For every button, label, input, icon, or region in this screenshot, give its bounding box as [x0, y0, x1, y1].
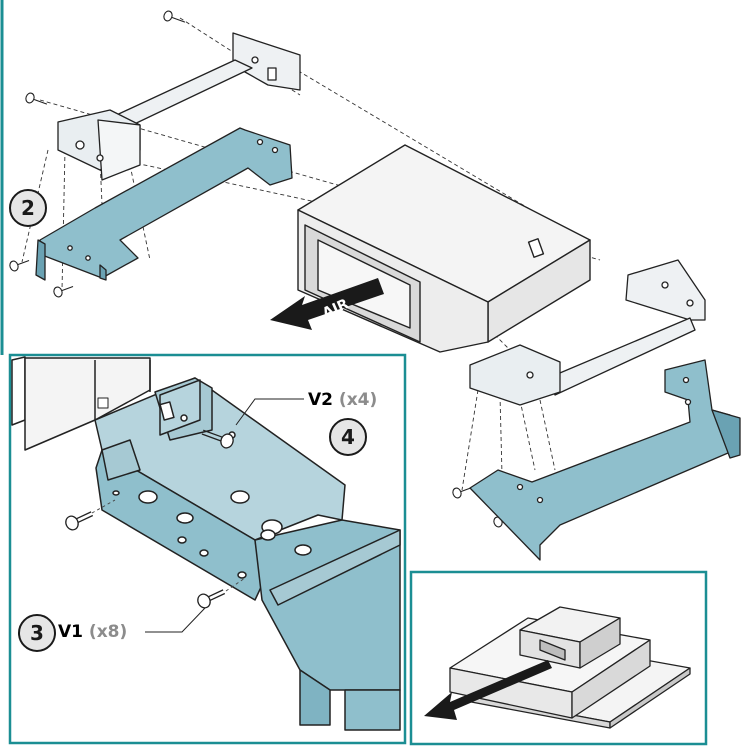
detail-screws: [65, 429, 234, 609]
step-4-number: 4: [341, 425, 355, 449]
screws-upper: [9, 10, 514, 528]
step-2-badge: [9, 189, 47, 227]
detail-inset-drawing: [11, 356, 401, 731]
v1-label: V1 (x8): [58, 622, 127, 642]
step-3-number: 3: [30, 621, 44, 645]
airflow-inset-drawing: [449, 606, 691, 729]
step-3-badge: [18, 614, 56, 652]
leader-lines: [145, 398, 304, 633]
v2-name: V2: [308, 390, 333, 410]
v1-name: V1: [58, 622, 83, 642]
bracket-right-light: [469, 259, 706, 406]
air-flow-arrow: [270, 278, 384, 330]
bracket-upper-left-light: [57, 32, 301, 181]
step-2-number: 2: [21, 196, 35, 220]
v2-label: V2 (x4): [308, 390, 377, 410]
bracket-upper-left-blue: [35, 127, 293, 281]
bracket-right-blue: [469, 359, 741, 561]
v2-quantity: (x4): [338, 390, 378, 410]
airflow-direction-arrow: [424, 660, 552, 720]
step-4-badge: [329, 418, 367, 456]
v1-quantity: (x8): [88, 622, 128, 642]
detail-screw-guides: [91, 499, 246, 592]
air-unit-box: [297, 144, 591, 353]
